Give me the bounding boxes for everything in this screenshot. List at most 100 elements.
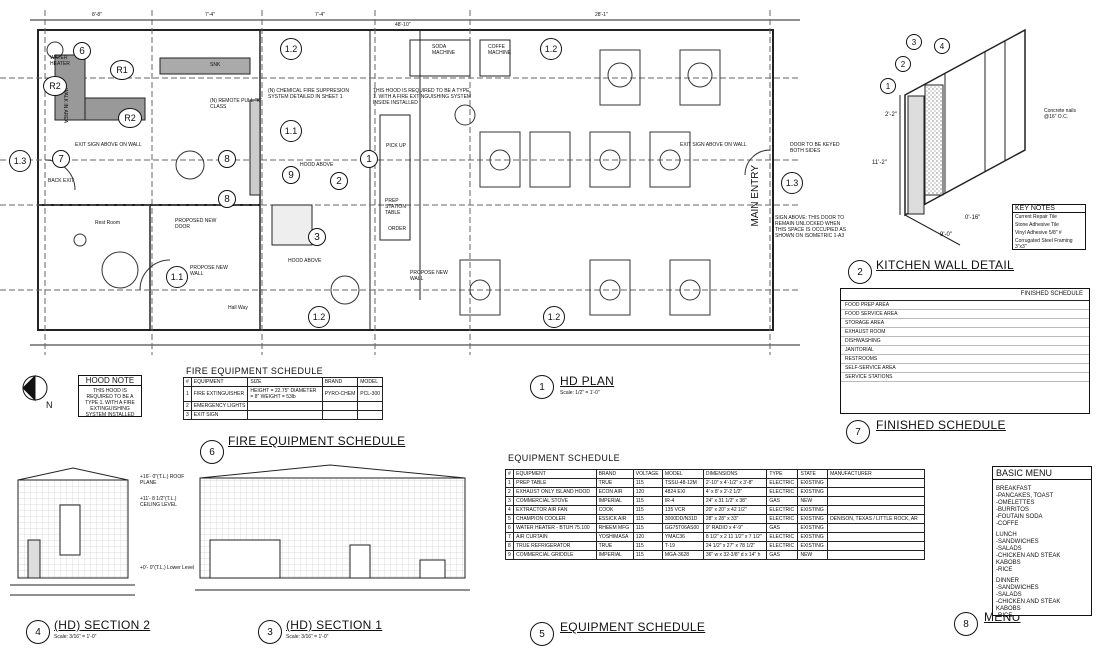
fire-schedule-table: # EQUIPMENT SIZE BRAND MODEL 1 FIRE EXTI… [183,377,383,420]
pick-up-label: PICK UP [386,143,407,149]
main-entry-label: MAIN ENTRY [750,165,761,227]
finished-row: JANITORIAL [841,346,1089,355]
equip-title: EQUIPMENT SCHEDULE [560,620,706,634]
equipment-cell: EXISTING [797,478,829,488]
door-keyed-label: DOOR TO BE KEYED BOTH SIDES [790,142,840,154]
equipment-cell [827,523,925,533]
menu-header: BASIC MENU [993,467,1091,480]
equipment-cell: CHAMPION COOLER [513,514,597,524]
equipment-cell: NEW [797,550,829,560]
menu-item: -CHICKEN AND STEAK [996,553,1061,559]
menu-item: KABOBS [996,560,1021,566]
equipment-cell: AIR CURTAIN [513,532,597,542]
equipment-col-header: # [504,469,515,479]
fire-cell: FIRE EXTINGUISHER [190,386,249,402]
fire-cell: PYRO-CHEM [321,386,359,402]
propose-wall-label-2: PROPOSE NEW WALL [410,270,448,282]
equipment-col-header: TYPE [766,469,799,479]
equipment-cell: 7 [504,532,515,542]
equipment-cell: 4' x 8' x 2'-2 1/2" [702,487,768,497]
finished-row: EXHAUST ROOM [841,328,1089,337]
wall-tag-2: 2 [895,56,911,72]
equipment-cell: TRUE [595,478,634,488]
menu-item: -SANDWICHES [996,585,1039,591]
equipment-cell: IR-4 [661,496,704,506]
equipment-cell: COMMERCIAL STOVE [513,496,597,506]
equipment-cell: COOK [595,505,634,515]
fire-cell: PCL-300 [357,386,383,402]
prep-station-label: PREP STATION TABLE [385,198,406,216]
equipment-cell: 6 [504,523,515,533]
hood-above-label-2: HOOD ABOVE [288,258,322,264]
tag-8-b: 8 [218,190,236,208]
soda-machine-label: SODA MACHINE [432,44,456,56]
tag-1-2-c: 1.2 [308,306,330,328]
finished-row: SERVICE STATIONS [841,373,1089,382]
section2-title: (HD) SECTION 2 [54,618,151,632]
equipment-cell: 9" RADIO x 4'-9" [702,523,768,533]
chem-suppression-label: (N) CHEMICAL FIRE SUPPRESION SYSTEM DETA… [268,88,349,100]
order-label: ORDER [388,226,407,232]
rest-room-label: Rest Room [95,220,121,226]
menu-item: -COFFE [996,521,1019,527]
equipment-cell: IMPERIAL [595,496,634,506]
equipment-cell: T-19 [661,541,704,551]
equipment-cell: ESSICK AIR [595,514,634,524]
sink-label: SNK [210,62,221,68]
fire-title: FIRE EQUIPMENT SCHEDULE [228,434,406,448]
menu-item: -OMELETTES [996,500,1035,506]
north-label: N [46,400,53,410]
equipment-cell: TRUE REFRIGERATOR [513,541,597,551]
wall-dim-2: 0'-16" [965,215,981,221]
walk-in-label: WALK IN AREA [62,88,68,124]
equipment-cell: 3000DD/N31D [661,514,704,524]
finished-row: STORAGE AREA [841,319,1089,328]
hood-note: HOOD NOTE THIS HOOD IS REQUIRED TO BE A … [78,375,142,418]
wall-tag-4: 4 [934,38,950,54]
level-ceiling: +11'- 8 1/2"(T.L.) CEILING LEVEL [140,496,177,508]
equipment-cell: 1 [504,478,515,488]
equipment-cell: EXISTING [797,541,829,551]
table-row: 3 EXIT SIGN [183,410,383,420]
tag-1-1-b: 1.1 [166,266,188,288]
fire-col: SIZE [247,377,323,387]
finished-row: FOOD SERVICE AREA [841,310,1089,319]
equipment-cell: 135 VCR [661,505,704,515]
equipment-cell [827,478,925,488]
fire-cell: 2 [183,401,192,411]
section1-title: (HD) SECTION 1 [286,618,383,632]
equipment-cell: RHEEM MFG [595,523,634,533]
exit-sign-label-1: EXIT SIGN ABOVE ON WALL [75,142,142,148]
kitchen-wall-title: KITCHEN WALL DETAIL [876,258,1014,272]
tag-7: 7 [52,150,70,168]
equipment-cell: EXTRACTOR AIR FAN [513,505,597,515]
equipment-cell: 3 [504,496,515,506]
equipment-cell: ELECTRIC [766,478,799,488]
wall-tag-1: 1 [880,78,896,94]
menu-item: -CHICKEN AND STEAK [996,599,1061,605]
fire-col: # [183,377,192,387]
section1-number: 3 [258,620,282,644]
equipment-cell: PREP TABLE [513,478,597,488]
key-note-1: Current Repair Tile [1015,214,1057,220]
equipment-cell: 115 [632,550,663,560]
hd-plan-title: HD PLAN [560,374,615,388]
equipment-cell: EXISTING [797,487,829,497]
equipment-col-header: EQUIPMENT [513,469,597,479]
equipment-cell: 24" x 31 1/2" x 38" [702,496,768,506]
equipment-cell: ECON AIR [595,487,634,497]
menu-item: -RICE [996,567,1013,573]
wall-dim-1: 9'-0" [940,232,952,238]
tag-1-1-a: 1.1 [280,120,302,142]
finished-schedule-header: FINISHED SCHEDULE [841,289,1089,301]
fire-cell [247,410,323,420]
equipment-cell: EXISTING [797,514,829,524]
equipment-cell: GG75T06AS00 [661,523,704,533]
equip-number: 5 [530,622,554,646]
back-exit-label: BACK EXIT [48,178,75,184]
equipment-cell [827,496,925,506]
